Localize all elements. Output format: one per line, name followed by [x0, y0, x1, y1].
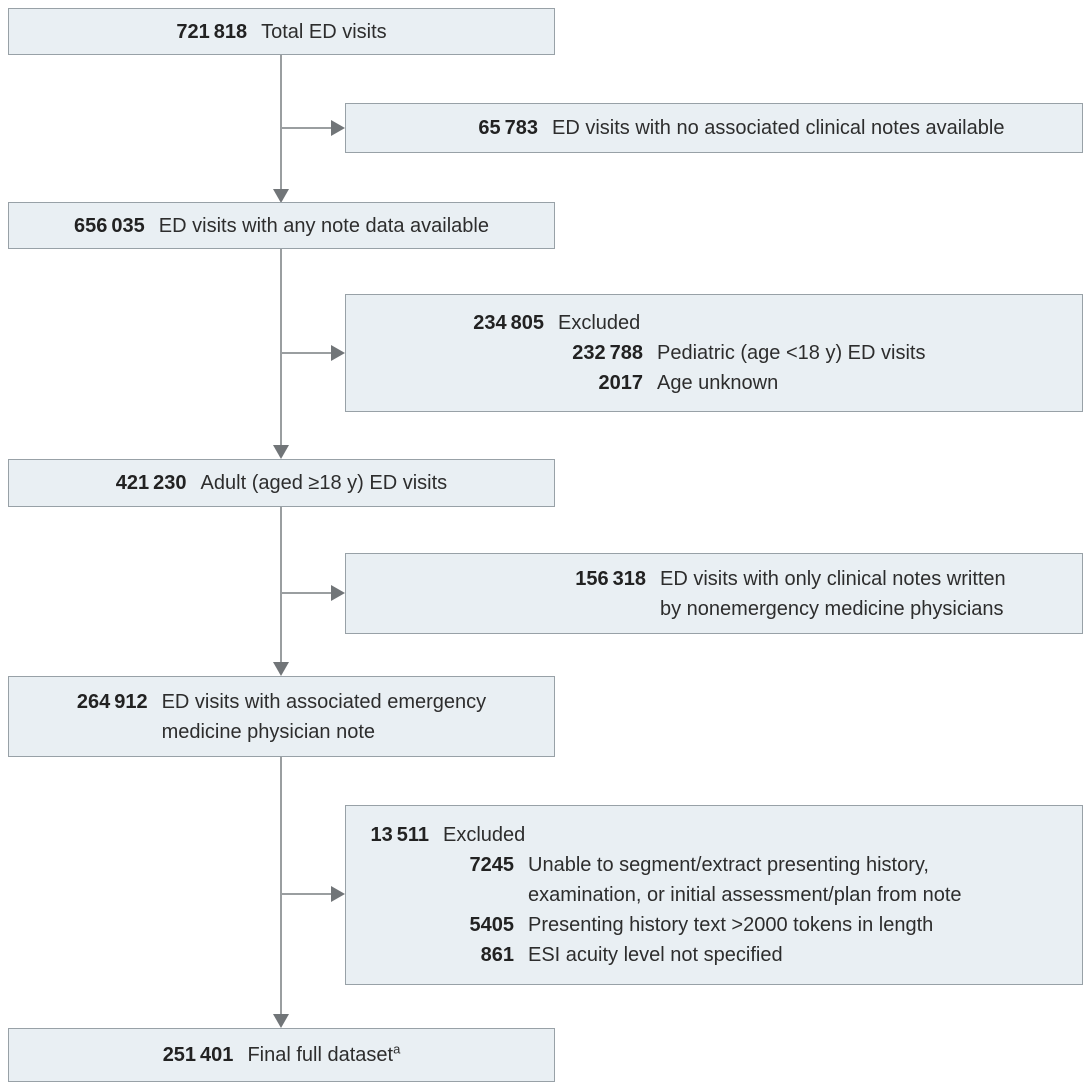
branch-line-4	[281, 893, 332, 895]
box-no-clinical-notes: 65 783 ED visits with no associated clin…	[345, 103, 1083, 153]
row-label: Presenting history text >2000 tokens in …	[528, 914, 934, 936]
arrow-down-icon	[273, 662, 289, 676]
box-total-ed-visits: 721 818 Total ED visits	[8, 8, 555, 55]
footnote-marker: a	[393, 1041, 401, 1057]
row-label: ED visits with no associated clinical no…	[552, 117, 1005, 139]
exclusion-subrow: 5405 Presenting history text >2000 token…	[358, 910, 1074, 940]
exclusion-subrow: 7245 Unable to segment/extract presentin…	[358, 850, 1074, 910]
branch-line-3	[281, 592, 332, 594]
row-number: 7245	[469, 854, 515, 876]
row-label: ESI acuity level not specified	[528, 944, 783, 966]
box-number: 264 912	[76, 690, 148, 713]
box-label: Total ED visits	[261, 20, 387, 43]
box-number: 656 035	[74, 214, 145, 237]
box-number: 721 818	[176, 20, 248, 43]
exclusion-row: 234 805 Excluded	[358, 308, 1074, 338]
box-label: Adult (aged ≥18 y) ED visits	[200, 472, 448, 494]
exclusion-subrow: 2017 Age unknown	[358, 368, 1074, 398]
exclusion-row: 65 783 ED visits with no associated clin…	[358, 113, 1074, 143]
row-number: 861	[480, 944, 514, 966]
exclusion-subrow: 861 ESI acuity level not specified	[358, 940, 1074, 970]
row-number: 232 788	[572, 342, 643, 364]
box-label: ED visits with associated emergency medi…	[161, 690, 487, 743]
box-label: ED visits with any note data available	[158, 214, 489, 237]
arrow-right-icon	[331, 886, 345, 902]
arrow-right-icon	[331, 585, 345, 601]
box-number: 251 401	[162, 1044, 234, 1066]
box-adult-ed-visits: 421 230 Adult (aged ≥18 y) ED visits	[8, 459, 555, 507]
box-excluded-processing: 13 511 Excluded 7245 Unable to segment/e…	[345, 805, 1083, 985]
box-nonemergency-notes: 156 318 ED visits with only clinical not…	[345, 553, 1083, 634]
connector-line-4	[280, 757, 282, 1015]
box-final-dataset: 251 401 Final full dataseta	[8, 1028, 555, 1082]
exclusion-row: 156 318 ED visits with only clinical not…	[358, 564, 1074, 624]
box-em-physician-note: 264 912 ED visits with associated emerge…	[8, 676, 555, 757]
row-label: Unable to segment/extract presenting his…	[528, 854, 962, 906]
arrow-right-icon	[331, 345, 345, 361]
row-number: 5405	[469, 914, 515, 936]
row-number: 234 805	[473, 312, 544, 334]
final-dataset-label: Final full dataset	[247, 1044, 394, 1066]
connector-line-2	[280, 249, 282, 445]
arrow-down-icon	[273, 189, 289, 203]
row-label: Excluded	[558, 312, 641, 334]
row-label: ED visits with only clinical notes writt…	[660, 567, 1006, 620]
exclusion-subrow: 232 788 Pediatric (age <18 y) ED visits	[358, 338, 1074, 368]
box-number: 421 230	[115, 472, 187, 494]
branch-line-2	[281, 352, 332, 354]
arrow-right-icon	[331, 120, 345, 136]
arrow-down-icon	[273, 445, 289, 459]
box-excluded-age: 234 805 Excluded 232 788 Pediatric (age …	[345, 294, 1083, 412]
box-label: Final full dataseta	[247, 1040, 400, 1070]
row-number: 2017	[598, 372, 644, 394]
arrow-down-icon	[273, 1014, 289, 1028]
row-number: 13 511	[370, 824, 429, 846]
row-number: 65 783	[478, 117, 538, 139]
row-label: Excluded	[443, 824, 526, 846]
row-number: 156 318	[575, 567, 646, 590]
row-label: Pediatric (age <18 y) ED visits	[657, 342, 926, 364]
connector-line-3	[280, 507, 282, 663]
exclusion-row: 13 511 Excluded	[358, 820, 1074, 850]
branch-line-1	[281, 127, 332, 129]
row-label: Age unknown	[657, 372, 779, 394]
connector-line-1	[280, 55, 282, 190]
box-any-note-data: 656 035 ED visits with any note data ava…	[8, 202, 555, 249]
